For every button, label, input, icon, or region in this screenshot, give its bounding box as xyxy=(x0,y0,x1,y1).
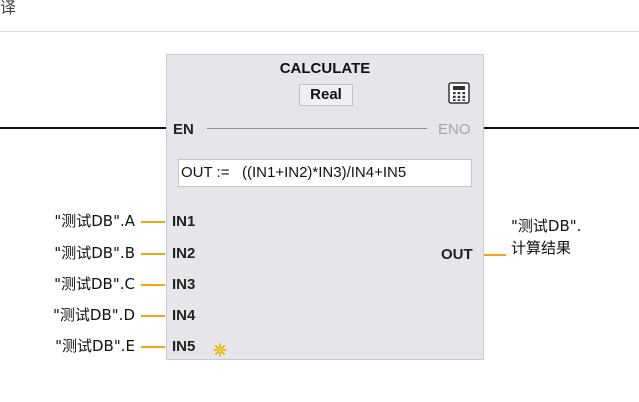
data-type-selector[interactable]: Real xyxy=(299,84,353,106)
connector-in1[interactable] xyxy=(141,221,165,223)
pin-out[interactable]: OUT xyxy=(441,246,473,263)
power-rail-left xyxy=(0,127,166,129)
block-title: CALCULATE xyxy=(279,60,371,77)
pin-in1[interactable]: IN1 xyxy=(172,213,196,230)
pin-in2[interactable]: IN2 xyxy=(172,245,196,262)
header-fragment-text: 译 xyxy=(0,0,17,17)
connector-out[interactable] xyxy=(484,254,506,256)
input-operand-in1[interactable]: "测试DB".A xyxy=(54,212,135,230)
connector-in3[interactable] xyxy=(141,284,165,286)
eno-pin-label[interactable]: ENO xyxy=(438,121,471,138)
output-operand-line1: "测试DB". xyxy=(511,217,582,235)
output-operand[interactable]: "测试DB". 计算结果 xyxy=(511,215,581,259)
input-operand-in5[interactable]: "测试DB".E xyxy=(55,337,135,355)
calculator-icon[interactable] xyxy=(448,82,470,104)
connector-in2[interactable] xyxy=(141,253,165,255)
connector-in5[interactable] xyxy=(141,346,165,348)
pin-in5[interactable]: IN5 xyxy=(172,338,196,355)
input-operand-in3[interactable]: "测试DB".C xyxy=(54,275,135,293)
pin-in4[interactable]: IN4 xyxy=(172,307,196,324)
input-operand-in4[interactable]: "测试DB".D xyxy=(53,306,135,324)
input-operand-in2[interactable]: "测试DB".B xyxy=(54,244,135,262)
toolbar-separator xyxy=(0,31,639,32)
output-operand-line2: 计算结果 xyxy=(511,239,572,257)
connector-in4[interactable] xyxy=(141,315,165,317)
calculate-block[interactable]: CALCULATE Real EN ENO OUT := ((IN1+IN2)*… xyxy=(166,54,484,360)
en-pin-label[interactable]: EN xyxy=(173,121,194,138)
power-rail-right xyxy=(484,127,639,129)
add-input-icon[interactable] xyxy=(213,343,227,357)
expression-field[interactable]: OUT := ((IN1+IN2)*IN3)/IN4+IN5 xyxy=(178,159,472,187)
en-eno-line xyxy=(207,128,427,129)
pin-in3[interactable]: IN3 xyxy=(172,276,196,293)
